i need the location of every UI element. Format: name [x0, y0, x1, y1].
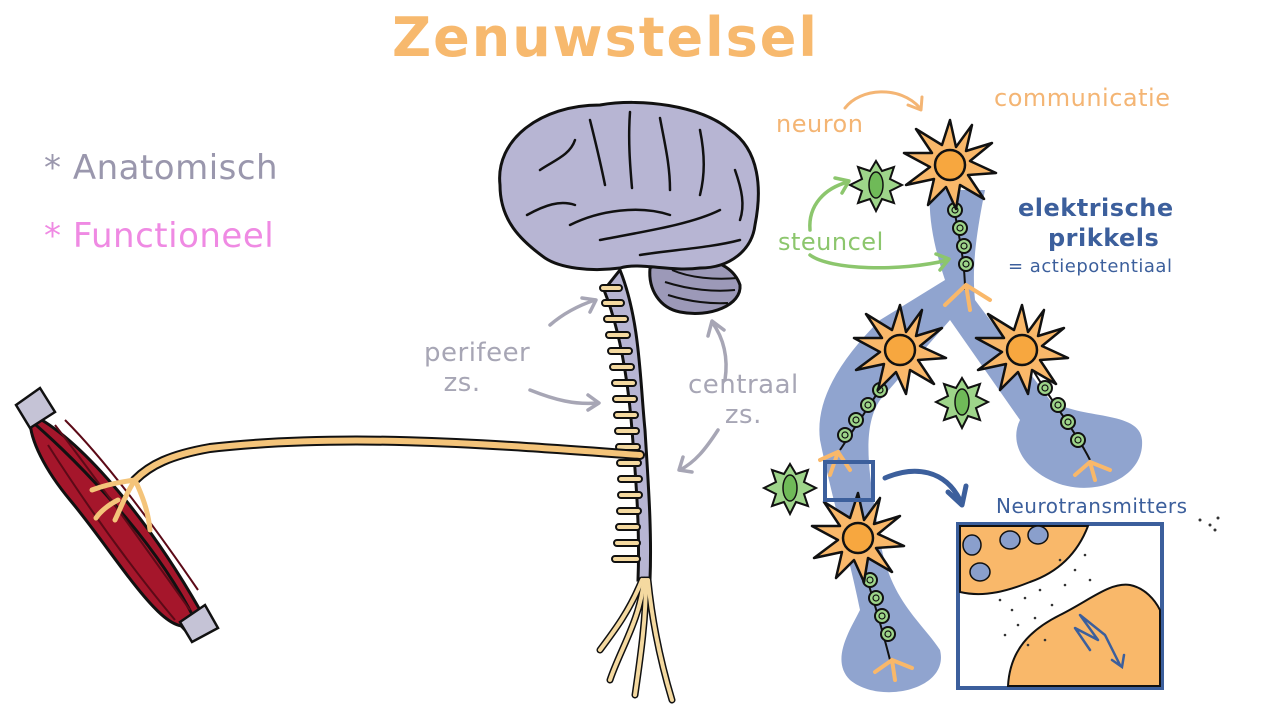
bullet-asterisk-icon: * — [44, 148, 62, 188]
support-cell-middle — [935, 377, 989, 429]
neuron-network — [763, 118, 1112, 682]
synapse-inset — [823, 460, 1220, 690]
muscle-illustration — [14, 386, 645, 644]
brain-gyri — [525, 110, 744, 257]
peripheral-nervous-system-label: perifeer zs. — [424, 338, 531, 398]
neuron-bottom — [810, 491, 906, 584]
electric-impulses-label: elektrische — [1018, 194, 1174, 222]
spinal-nerve-roots — [599, 284, 643, 563]
classification-item-functional: * Functioneel — [44, 216, 274, 256]
tendon-top — [14, 386, 57, 430]
bullet-asterisk-icon: * — [44, 216, 62, 256]
tendon-bottom — [178, 603, 220, 644]
classification-label: Functioneel — [72, 216, 275, 256]
classification-label: Anatomisch — [72, 148, 279, 188]
support-cell-label: steuncel — [778, 228, 884, 256]
support-cell-bottom — [763, 463, 817, 515]
annotation-arrows — [528, 90, 951, 474]
communication-label: communicatie — [994, 84, 1171, 112]
page-title: Zenuwstelsel — [392, 6, 819, 69]
support-cell-top — [849, 160, 903, 212]
action-potential-label: = actiepotentiaal — [1008, 256, 1173, 277]
central-nervous-system-label: centraal zs. — [688, 370, 799, 430]
electric-impulses-label-line2: prikkels — [1048, 224, 1160, 252]
brain-illustration — [498, 100, 760, 704]
neurotransmitters-label: Neurotransmitters — [996, 494, 1188, 518]
neuron-top — [902, 118, 998, 211]
neuron-label: neuron — [776, 110, 864, 138]
classification-item-anatomical: * Anatomisch — [44, 148, 278, 188]
